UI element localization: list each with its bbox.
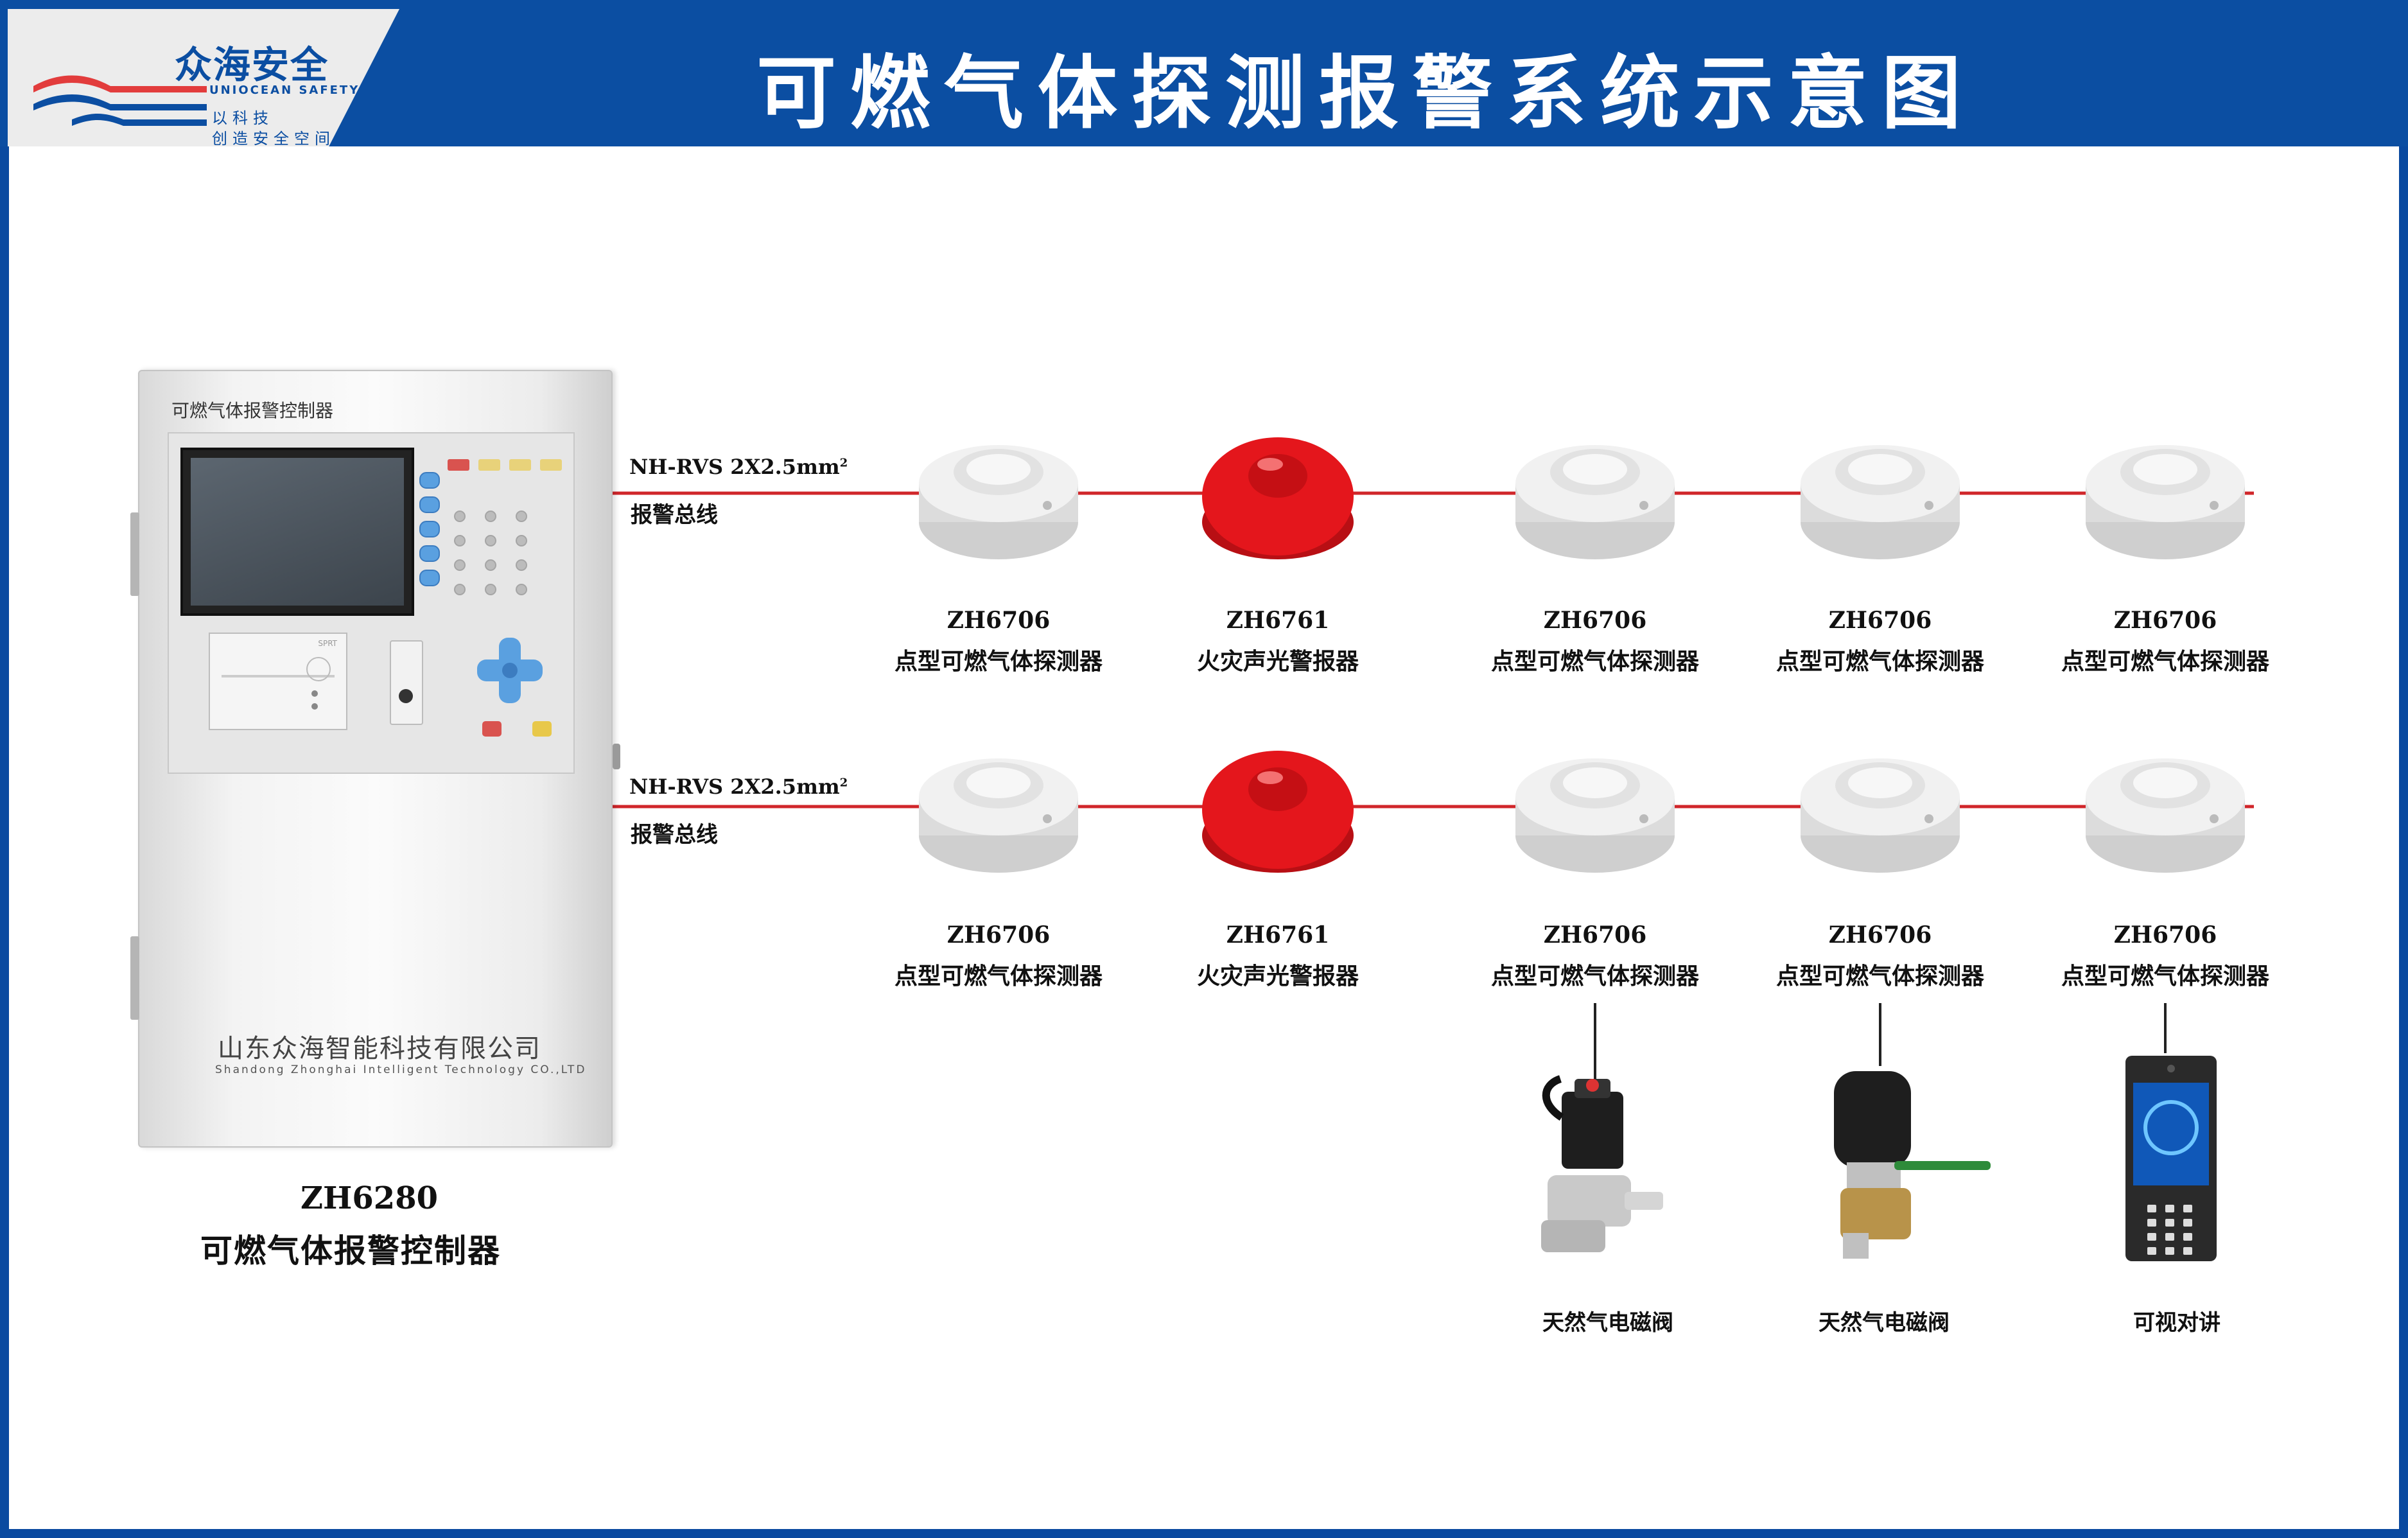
cabinet-hinge	[130, 936, 139, 1020]
device-name: 点型可燃气体探测器	[1775, 963, 1984, 990]
device-model: ZH6706	[2113, 922, 2217, 948]
controller-panel-label: 可燃气体报警控制器	[171, 400, 334, 421]
controller-model-name: 可燃气体报警控制器	[200, 1232, 501, 1270]
cable-spec-2: NH-RVS 2X2.5mm2	[629, 774, 848, 799]
company-name-cn: 山东众海智能科技有限公司	[218, 1034, 541, 1063]
device-name: 点型可燃气体探测器	[1490, 649, 1699, 675]
bus-label-1: 报警总线	[631, 502, 718, 528]
status-button[interactable]	[540, 459, 562, 471]
device-model: ZH6706	[1543, 922, 1647, 948]
keypad-key[interactable]	[485, 559, 496, 571]
keypad-key[interactable]	[454, 535, 466, 546]
sound-light-alarm-icon	[1202, 437, 1354, 559]
keypad-key[interactable]	[485, 511, 496, 522]
device-name: 点型可燃气体探测器	[1490, 963, 1699, 990]
gas-detector-icon	[2086, 758, 2245, 873]
logo-panel: 众海安全 UNIOCEAN SAFETY 以科技 创造安全空间	[8, 9, 399, 146]
device-name: 点型可燃气体探测器	[1775, 649, 1984, 675]
logo-waves-icon	[33, 75, 207, 126]
gas-detector-icon	[1801, 758, 1960, 873]
keypad-key[interactable]	[485, 584, 496, 595]
menu-button[interactable]	[419, 570, 440, 586]
printer-label: SPRT	[318, 639, 337, 648]
cabinet-hinge	[130, 512, 139, 596]
device-model: ZH6706	[1828, 922, 1932, 948]
terminal-label-solenoid: 天然气电磁阀	[1542, 1310, 1673, 1336]
slogan-line-1: 以科技	[212, 109, 274, 127]
keypad-key[interactable]	[454, 559, 466, 571]
menu-button[interactable]	[419, 521, 440, 537]
keypad-key[interactable]	[516, 559, 527, 571]
printer-slot	[222, 675, 335, 677]
silence-icon	[480, 711, 504, 735]
page-title: 可燃气体探测报警系统示意图	[756, 48, 1976, 140]
thermal-printer: SPRT	[209, 633, 347, 730]
controller-front-panel: SPRT	[168, 432, 575, 774]
header-bar: 众海安全 UNIOCEAN SAFETY 以科技 创造安全空间 可燃气体探测报警…	[0, 0, 2408, 146]
silence-button[interactable]	[482, 721, 502, 737]
terminal-label-intercom: 可视对讲	[2133, 1310, 2220, 1336]
terminal-label-motor-valve: 天然气电磁阀	[1819, 1310, 1950, 1336]
menu-button[interactable]	[419, 496, 440, 513]
gas-detector-icon	[1515, 445, 1675, 559]
device-name: 火灾声光警报器	[1196, 963, 1359, 990]
menu-button[interactable]	[419, 472, 440, 489]
brand-name-en: UNIOCEAN SAFETY	[209, 83, 360, 97]
status-button[interactable]	[478, 459, 500, 471]
gas-detector-icon	[1801, 445, 1960, 559]
keypad-key[interactable]	[516, 511, 527, 522]
direction-pad[interactable]	[475, 635, 545, 706]
gas-detector-icon	[1515, 758, 1675, 873]
sound-light-alarm-icon	[1202, 751, 1354, 873]
gas-detector-icon	[919, 445, 1078, 559]
key-switch[interactable]	[390, 640, 423, 725]
controller-cabinet: 可燃气体报警控制器 SPRT	[130, 370, 620, 1148]
cabinet-lock	[613, 744, 620, 769]
bus-label-2: 报警总线	[631, 822, 718, 848]
device-model: ZH6761	[1226, 922, 1330, 948]
device-name: 点型可燃气体探测器	[2061, 649, 2269, 675]
device-model: ZH6706	[1828, 607, 1932, 634]
device-name: 点型可燃气体探测器	[2061, 963, 2269, 990]
device-model: ZH6761	[1226, 607, 1330, 634]
status-button[interactable]	[509, 459, 531, 471]
keypad-key[interactable]	[454, 511, 466, 522]
menu-button[interactable]	[419, 545, 440, 562]
keypad-key[interactable]	[485, 535, 496, 546]
keypad-key[interactable]	[516, 584, 527, 595]
gas-detector-icon	[2086, 445, 2245, 559]
device-model: ZH6706	[947, 922, 1051, 948]
controller-model: ZH6280	[301, 1180, 438, 1216]
device-model: ZH6706	[1543, 607, 1647, 634]
device-name: 火灾声光警报器	[1196, 649, 1359, 675]
brand-name: 众海安全	[175, 43, 329, 87]
device-model: ZH6706	[2113, 607, 2217, 634]
status-button[interactable]	[448, 459, 469, 471]
device-name: 点型可燃气体探测器	[894, 649, 1103, 675]
company-name-en: Shandong Zhonghai Intelligent Technology…	[215, 1063, 587, 1076]
cable-spec-1: NH-RVS 2X2.5mm2	[629, 455, 848, 479]
keypad-key[interactable]	[454, 584, 466, 595]
lcd-display	[180, 448, 414, 616]
device-name: 点型可燃气体探测器	[894, 963, 1103, 990]
slogan-line-2: 创造安全空间	[212, 130, 335, 148]
device-model: ZH6706	[947, 607, 1051, 634]
keypad-key[interactable]	[516, 535, 527, 546]
gas-detector-icon	[919, 758, 1078, 873]
reset-button[interactable]	[532, 721, 552, 737]
